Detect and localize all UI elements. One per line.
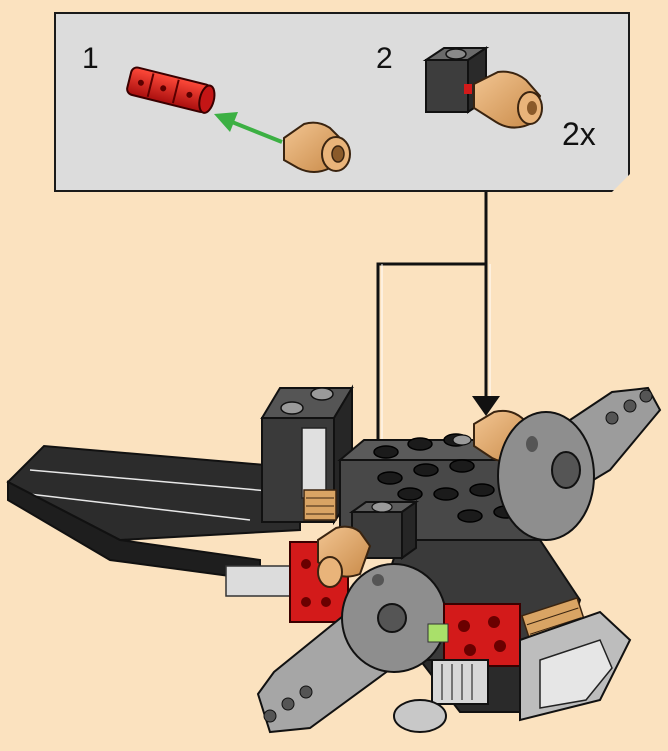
left-lower-beam-arm: [256, 563, 447, 734]
step-1-number: 1: [82, 42, 99, 75]
tan-cone-part: [283, 121, 351, 173]
step-2-number: 2: [376, 42, 393, 75]
red-axle-pin-part: [126, 66, 216, 114]
down-arrow-icon-right: [472, 396, 500, 416]
callout-connector-lines: [376, 192, 491, 448]
quantity-label: 2x: [562, 116, 596, 152]
dark-grey-brick-with-cone: [422, 46, 543, 129]
main-model-assembly: [6, 384, 662, 734]
right-upper-beam-arm: [497, 386, 662, 541]
green-arrow-icon: [214, 112, 283, 144]
